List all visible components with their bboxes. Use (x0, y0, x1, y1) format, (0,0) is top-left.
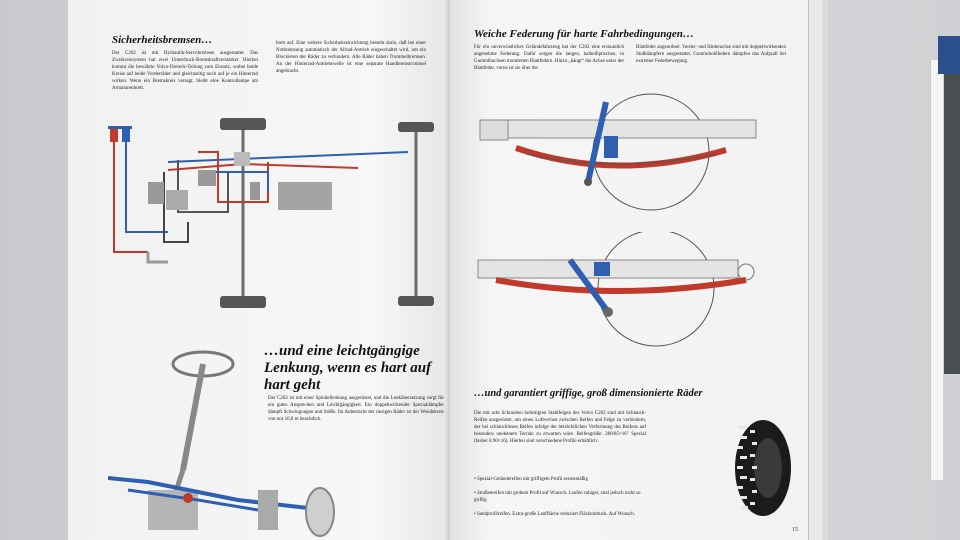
background-object (938, 36, 960, 74)
tyre-option-bullet: • Spezial-Geländereifen mit griffigem Pr… (474, 477, 588, 482)
tyre-option-text: Spezial-Geländereifen mit griffigem Prof… (477, 477, 588, 482)
left-page: Sicherheitsbremsen… Der C202 ist mit Hyd… (68, 0, 450, 540)
steering-text: Der C202 ist mit einer Spindellenkung au… (268, 396, 444, 422)
rear-suspension-diagram (477, 232, 755, 347)
booklet-edge (808, 0, 823, 540)
open-brochure: Sicherheitsbremsen… Der C202 ist mit Hyd… (68, 0, 808, 540)
page-number: 15 (792, 527, 798, 533)
background-paper (930, 60, 943, 480)
suspension-heading: Weiche Federung für harte Fahrbedingunge… (474, 28, 694, 40)
suspension-text-col1: Für ein unverwüstliches Geländefahrzeug … (474, 45, 624, 71)
background-object (944, 74, 960, 374)
tyre-option-bullet: • Sandprofilreifen. Extra-große Lauffläc… (474, 512, 636, 517)
steering-diagram (108, 350, 335, 537)
suspension-text-col2: Blattfeder angeordnet. Vorder- und Hinte… (636, 45, 786, 64)
tyre-option-text: Straßenreifen mit grobem Profil auf Wuns… (474, 491, 641, 503)
tyre-option-text: Sandprofilreifen. Extra-große Lauffläche… (477, 512, 636, 517)
brakes-text-col2: brett auf. Eine weitere Sicherheitseinri… (276, 41, 426, 74)
tyres-text: Die mit acht Schrauben befestigten Stahl… (474, 411, 646, 444)
brakes-text-col1: Der C202 ist mit Hydraulik-Servobremsen … (112, 51, 258, 91)
right-page: Weiche Federung für harte Fahrbedingunge… (450, 0, 808, 540)
tyre-option-bullet: • Straßenreifen mit grobem Profil auf Wu… (474, 491, 641, 503)
front-suspension-diagram (479, 93, 757, 211)
tyres-heading: …und garantiert griffige, groß dimension… (474, 388, 703, 399)
brakes-heading: Sicherheitsbremsen… (112, 34, 213, 46)
steering-heading: …und eine leichtgängige Lenkung, wenn es… (264, 343, 432, 393)
tyre-illustration (735, 420, 791, 516)
booklet-edge (822, 0, 828, 540)
brake-system-diagram (108, 118, 434, 308)
